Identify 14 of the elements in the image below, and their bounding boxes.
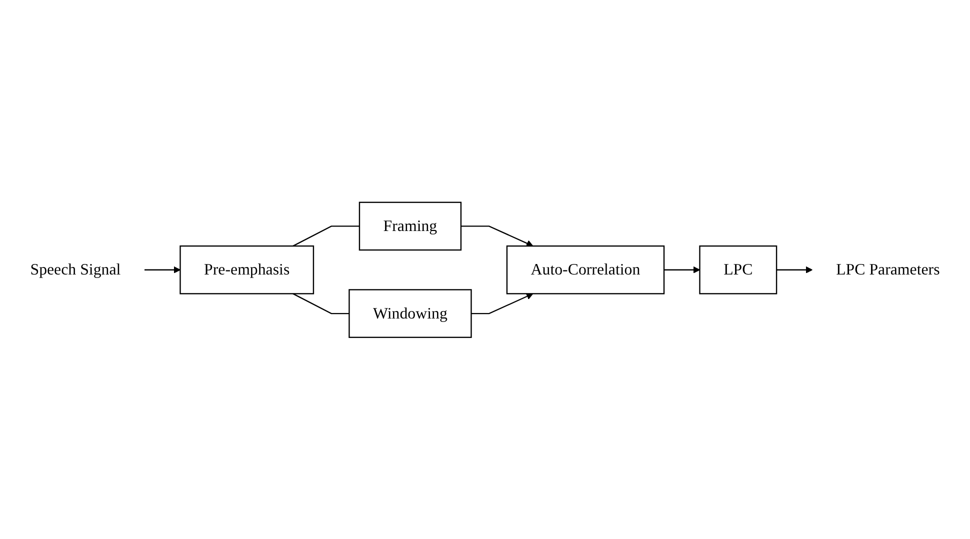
node-box: Auto-Correlation [506, 245, 665, 294]
node-box: LPC [699, 245, 778, 294]
node-text: LPC Parameters [836, 260, 940, 278]
connector [292, 225, 360, 246]
arrow [460, 225, 534, 246]
arrow [776, 266, 813, 273]
arrow [471, 292, 534, 314]
node-box: Pre-emphasis [180, 245, 314, 294]
arrow [144, 266, 181, 273]
node-text: Speech Signal [30, 260, 121, 278]
node-box: Windowing [348, 288, 472, 338]
connector [292, 292, 350, 314]
arrow [664, 266, 700, 273]
node-box: Framing [358, 201, 462, 250]
